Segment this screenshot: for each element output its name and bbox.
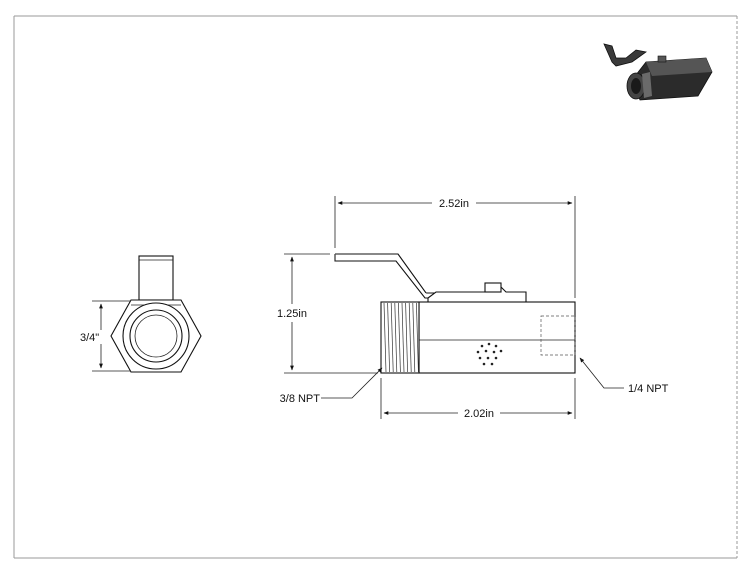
stamp-dot <box>490 362 494 366</box>
stamp-dot <box>494 356 498 360</box>
end-view <box>110 255 202 373</box>
inlet-callout: 3/8 NPT <box>280 367 383 405</box>
stamp-dot <box>494 344 498 348</box>
hex-dimension: 3/4" <box>80 300 131 372</box>
inlet-label: 3/8 NPT <box>280 393 321 405</box>
thread-line <box>383 302 387 373</box>
handle-pivot <box>427 285 527 303</box>
overall-length-dimension: 2.52in <box>334 196 576 298</box>
stamp-dot <box>492 350 496 354</box>
overall-length-label: 2.52in <box>439 198 469 210</box>
thread-lines <box>383 302 419 373</box>
thread-line <box>394 302 398 373</box>
port-inner-ring <box>129 309 183 363</box>
outlet-port-hidden <box>540 315 576 356</box>
stamp-dot <box>480 344 484 348</box>
thread-line <box>412 302 416 373</box>
stamp-dot <box>476 350 480 354</box>
thread-line <box>401 302 405 373</box>
stamp-dot <box>484 349 488 353</box>
thread-line <box>408 302 412 373</box>
height-dimension: 1.25in <box>277 253 378 374</box>
thread-line <box>416 302 419 373</box>
thread-line <box>390 302 394 373</box>
valve-body <box>418 301 576 374</box>
body-length-dimension: 2.02in <box>380 378 576 420</box>
thread-line <box>405 302 408 373</box>
outlet-callout: 1/4 NPT <box>579 357 669 395</box>
side-view <box>334 253 576 374</box>
thread-line <box>398 302 401 373</box>
stamp-dot <box>499 349 503 353</box>
stamp-dot <box>478 356 482 360</box>
thread-line <box>387 302 390 373</box>
isometric-render-image <box>603 43 713 101</box>
outlet-label: 1/4 NPT <box>628 383 669 395</box>
hex-size-label: 3/4" <box>80 332 99 344</box>
drawing-frame <box>13 15 738 559</box>
stamp-dot <box>482 362 486 366</box>
stamp-marks <box>476 342 503 366</box>
stamp-dot <box>486 356 490 360</box>
height-label: 1.25in <box>277 308 307 320</box>
body-length-label: 2.02in <box>464 408 494 420</box>
stamp-dot <box>487 342 491 346</box>
